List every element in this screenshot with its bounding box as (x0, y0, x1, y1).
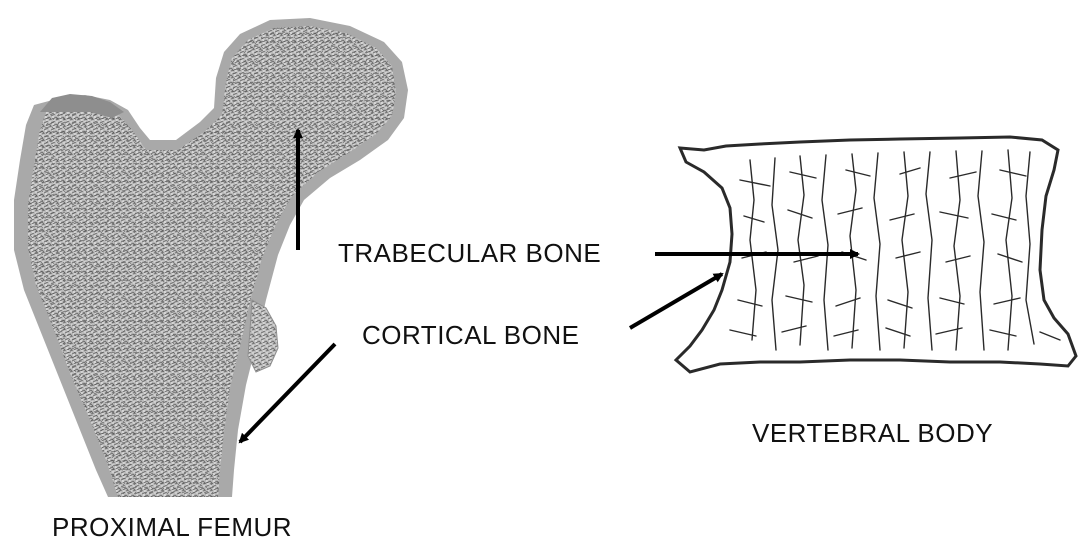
vertebral-body-label: VERTEBRAL BODY (752, 418, 993, 449)
proximal-femur-label: PROXIMAL FEMUR (52, 512, 292, 543)
cortical-bone-label: CORTICAL BONE (362, 320, 579, 351)
trabecular-bone-label: TRABECULAR BONE (338, 238, 601, 269)
femur-lesser-trochanter (248, 300, 278, 372)
